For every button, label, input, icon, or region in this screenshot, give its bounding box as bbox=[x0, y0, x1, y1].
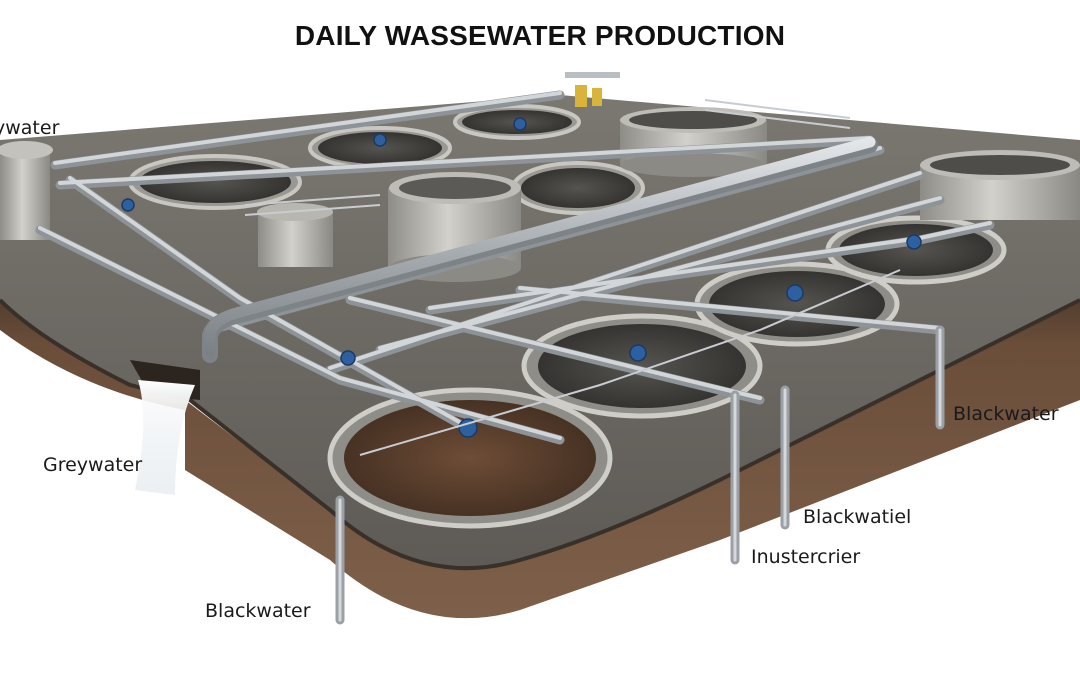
label-greywater-top: ywater bbox=[0, 117, 60, 139]
valve-icon bbox=[513, 117, 527, 131]
valve-icon bbox=[340, 350, 356, 366]
valve-icon bbox=[373, 133, 387, 147]
valve-icon bbox=[786, 284, 804, 302]
valve-icon bbox=[121, 198, 135, 212]
label-inustercrier: Inustercrier bbox=[751, 546, 861, 568]
pipe-network bbox=[35, 90, 995, 625]
label-blackwatiel: Blackwatiel bbox=[803, 506, 912, 528]
valve-icon bbox=[629, 344, 647, 362]
top-equipment bbox=[565, 72, 620, 107]
front-basins bbox=[327, 215, 1007, 529]
valves bbox=[121, 117, 922, 438]
label-greywater-outfall: Greywater bbox=[43, 454, 143, 476]
walkway-railings bbox=[244, 99, 901, 456]
valve-icon bbox=[458, 418, 478, 438]
label-blackwater-right: Blackwater bbox=[953, 403, 1059, 425]
greywater-outflow bbox=[135, 380, 195, 495]
page-title: DAILY WASSEWATER PRODUCTION bbox=[294, 20, 786, 51]
soil-cross-section bbox=[0, 255, 1080, 619]
label-blackwater-bottom: Blackwater bbox=[205, 600, 311, 622]
valve-icon bbox=[906, 234, 922, 250]
